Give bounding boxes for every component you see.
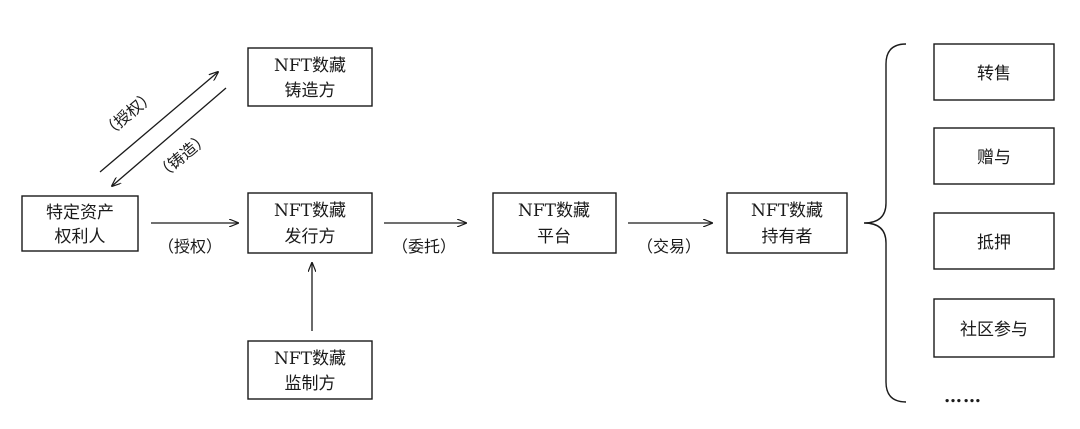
use-box-gift: 赠与	[933, 127, 1055, 185]
use-box-community: 社区参与	[933, 298, 1055, 358]
node-platform-line1: NFT数藏	[518, 201, 590, 221]
edge-rights-to-minter-arrow	[99, 72, 218, 173]
use-item-pledge-label: 抵押	[977, 233, 1011, 253]
uses-brace	[863, 43, 907, 403]
edge-rights-to-minter-label: （授权）	[98, 86, 159, 142]
node-issuer-line2: 发行方	[285, 227, 336, 247]
edge-rights-to-issuer-label: （授权）	[158, 237, 222, 256]
use-box-pledge: 抵押	[933, 212, 1055, 270]
use-item-community-label: 社区参与	[960, 320, 1028, 340]
node-rights-holder-line2: 权利人	[55, 227, 106, 247]
edge-platform-to-holder-label: （交易）	[637, 237, 701, 256]
node-regulator: NFT数藏 监制方	[247, 340, 373, 400]
node-platform-line2: 平台	[537, 227, 571, 247]
node-platform: NFT数藏 平台	[492, 192, 617, 254]
uses-more-ellipsis: ……	[944, 386, 982, 407]
node-rights-holder-line1: 特定资产	[46, 203, 114, 223]
node-minter: NFT数藏 铸造方	[247, 47, 373, 107]
node-rights-holder: 特定资产 权利人	[21, 195, 139, 252]
edge-issuer-to-platform-label: （委托）	[392, 237, 456, 256]
node-holder-line2: 持有者	[762, 227, 813, 247]
node-regulator-line2: 监制方	[285, 374, 336, 394]
use-item-resale-label: 转售	[977, 64, 1011, 84]
node-holder: NFT数藏 持有者	[726, 192, 848, 254]
use-item-gift-label: 赠与	[977, 148, 1011, 168]
node-minter-line1: NFT数藏	[274, 56, 346, 76]
edge-minter-to-rights-label: （铸造）	[152, 128, 213, 184]
use-box-resale: 转售	[933, 43, 1055, 101]
node-regulator-line1: NFT数藏	[274, 349, 346, 369]
edge-minter-to-rights-arrow	[112, 87, 227, 186]
node-issuer-line1: NFT数藏	[274, 201, 346, 221]
node-holder-line1: NFT数藏	[751, 201, 823, 221]
node-issuer: NFT数藏 发行方	[247, 192, 373, 254]
node-minter-line2: 铸造方	[285, 81, 336, 101]
